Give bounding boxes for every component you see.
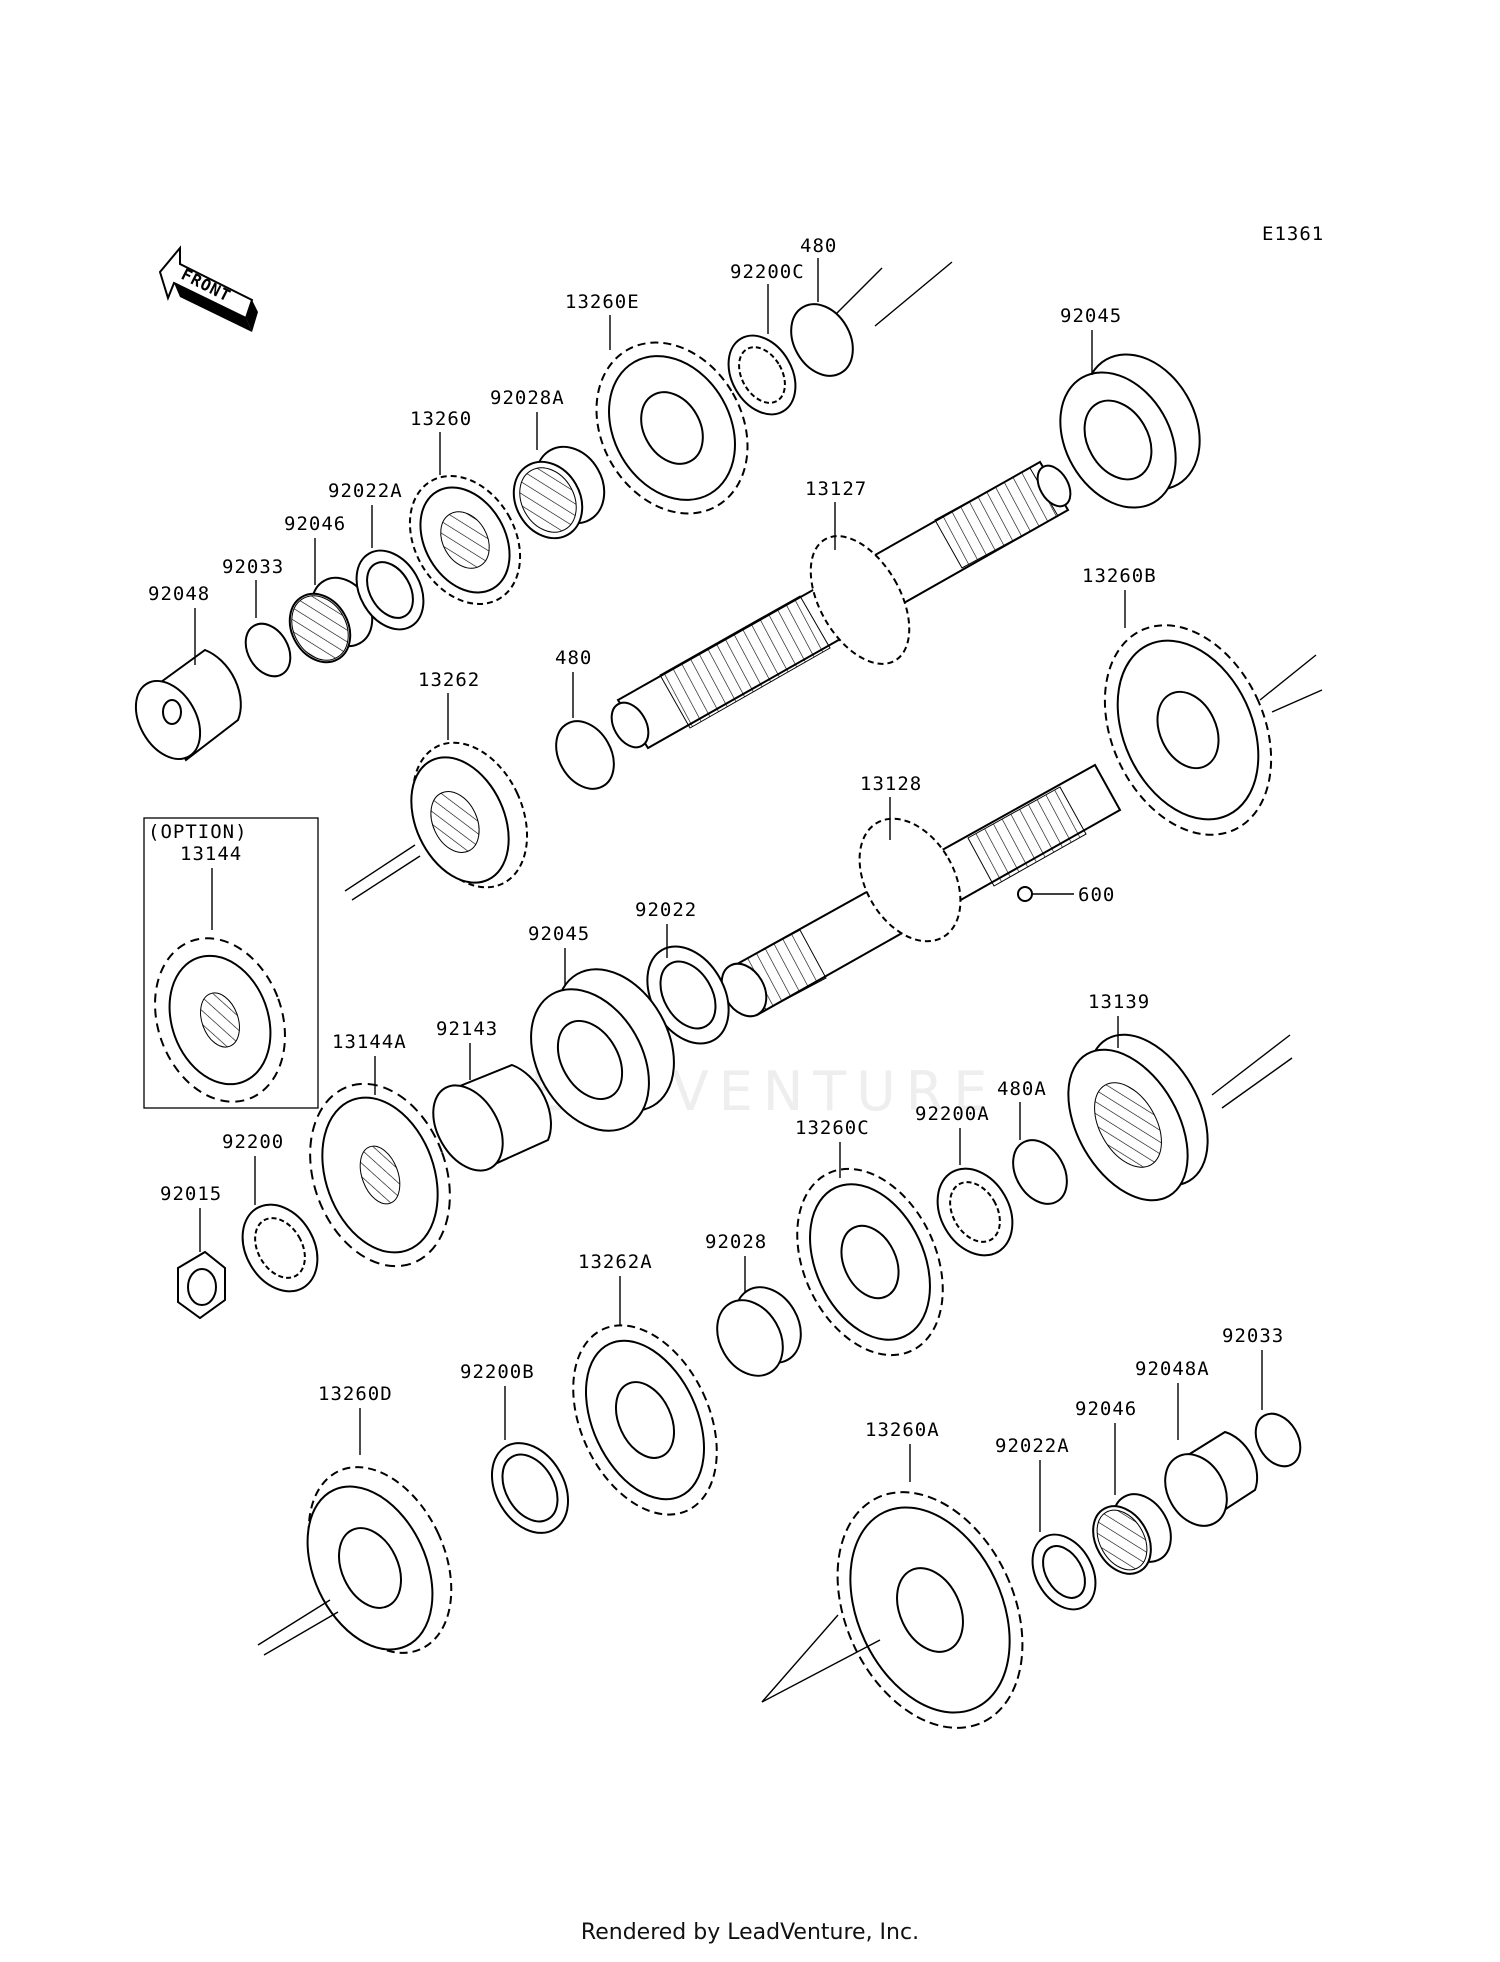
circlip-480-lower bbox=[555, 720, 615, 790]
part-label: 13260B bbox=[1082, 565, 1157, 587]
axis-line bbox=[257, 1599, 331, 1646]
needle-bearing-92046 bbox=[288, 576, 374, 664]
part-label: 13139 bbox=[1088, 991, 1150, 1013]
bushing-92028 bbox=[716, 1286, 802, 1377]
gear-13262 bbox=[410, 741, 529, 889]
lock-washer-92200c bbox=[727, 334, 797, 416]
sprocket-13144a bbox=[309, 1082, 451, 1268]
part-label: 92046 bbox=[284, 513, 346, 535]
bushing-92028a bbox=[512, 445, 606, 540]
circlip-92033-lower bbox=[1254, 1412, 1302, 1468]
gear-13260e bbox=[595, 341, 749, 515]
axis-line bbox=[1271, 689, 1323, 713]
washer-92022a-lower bbox=[1031, 1533, 1097, 1611]
part-label: 13127 bbox=[805, 478, 867, 500]
gear-13260d bbox=[306, 1466, 453, 1654]
gear-13139 bbox=[1067, 1033, 1209, 1202]
part-label: 13260C bbox=[795, 1117, 870, 1139]
part-label: 92045 bbox=[1060, 305, 1122, 327]
lock-washer-92200a bbox=[936, 1167, 1014, 1257]
axis-line bbox=[344, 844, 416, 892]
diagram-code: E1361 bbox=[1262, 223, 1324, 245]
part-label: 92028A bbox=[490, 387, 565, 409]
part-label: 13260 bbox=[410, 408, 472, 430]
ball-600 bbox=[1017, 886, 1033, 902]
part-label: 92048 bbox=[148, 583, 210, 605]
axis-line bbox=[263, 1611, 339, 1656]
part-label: 92033 bbox=[222, 556, 284, 578]
part-label: 480 bbox=[555, 647, 592, 669]
part-label: 92022A bbox=[995, 1435, 1070, 1457]
front-arrow-icon: FRONT bbox=[158, 245, 258, 332]
axis-line bbox=[1211, 1034, 1291, 1096]
part-label: 13260A bbox=[865, 1419, 940, 1441]
axis-line bbox=[1221, 1057, 1293, 1109]
gear-13262a bbox=[572, 1324, 718, 1516]
part-labels: 92200C 480 13260E 92045 92028A 13260 920… bbox=[148, 235, 1284, 1532]
axis-line bbox=[1259, 654, 1317, 701]
washer-92022a bbox=[355, 549, 425, 631]
circlip-480a bbox=[1012, 1139, 1068, 1205]
part-label: 480 bbox=[800, 235, 837, 257]
part-label: 92045 bbox=[528, 923, 590, 945]
part-label: 92028 bbox=[705, 1231, 767, 1253]
axis-line bbox=[351, 855, 421, 901]
part-label: 600 bbox=[1078, 884, 1115, 906]
washer-92022 bbox=[646, 945, 730, 1045]
sprocket-13144 bbox=[154, 937, 286, 1103]
part-label: 92200A bbox=[915, 1103, 990, 1125]
nut-92015 bbox=[177, 1250, 226, 1320]
input-shaft-13127 bbox=[610, 460, 1072, 750]
part-label: 13260E bbox=[565, 291, 640, 313]
part-label: 92048A bbox=[1135, 1358, 1210, 1380]
collar-92048 bbox=[134, 648, 242, 762]
axis-line bbox=[761, 1639, 881, 1703]
part-label: 13144A bbox=[332, 1031, 407, 1053]
collar-92048a bbox=[1164, 1430, 1259, 1527]
axis-line bbox=[834, 267, 883, 316]
collar-92143 bbox=[432, 1063, 552, 1172]
circlip-92033 bbox=[244, 622, 292, 678]
part-label: 480A bbox=[997, 1078, 1047, 1100]
part-label: 13128 bbox=[860, 773, 922, 795]
part-label: 92015 bbox=[160, 1183, 222, 1205]
gear-13260b bbox=[1103, 624, 1273, 836]
needle-bearing-92046-lower bbox=[1092, 1493, 1172, 1575]
circlip-480 bbox=[790, 303, 854, 377]
part-label: 13144 bbox=[180, 843, 242, 865]
option-label: (OPTION) bbox=[148, 821, 248, 843]
footer-credit: Rendered by LeadVenture, Inc. bbox=[580, 1920, 920, 1945]
washer-92200b bbox=[491, 1442, 569, 1534]
part-label: 92200B bbox=[460, 1361, 535, 1383]
part-label: 92033 bbox=[1222, 1325, 1284, 1347]
part-label: 13260D bbox=[318, 1383, 393, 1405]
ball-bearing-92045-lower bbox=[530, 968, 675, 1132]
part-label: 13262 bbox=[418, 669, 480, 691]
ball-bearing-92045 bbox=[1059, 353, 1201, 509]
part-label: 92143 bbox=[436, 1018, 498, 1040]
axis-line bbox=[761, 1614, 839, 1703]
gear-13260a bbox=[836, 1491, 1024, 1729]
part-label: 92200C bbox=[730, 261, 805, 283]
axis-line bbox=[874, 261, 953, 327]
lock-washer-92200 bbox=[241, 1203, 319, 1293]
gear-13260 bbox=[408, 475, 522, 605]
part-label: 92022A bbox=[328, 480, 403, 502]
part-label: 92046 bbox=[1075, 1398, 1137, 1420]
gear-13260c bbox=[796, 1167, 944, 1357]
part-label: 92022 bbox=[635, 899, 697, 921]
part-label: 92200 bbox=[222, 1131, 284, 1153]
part-label: 13262A bbox=[578, 1251, 653, 1273]
